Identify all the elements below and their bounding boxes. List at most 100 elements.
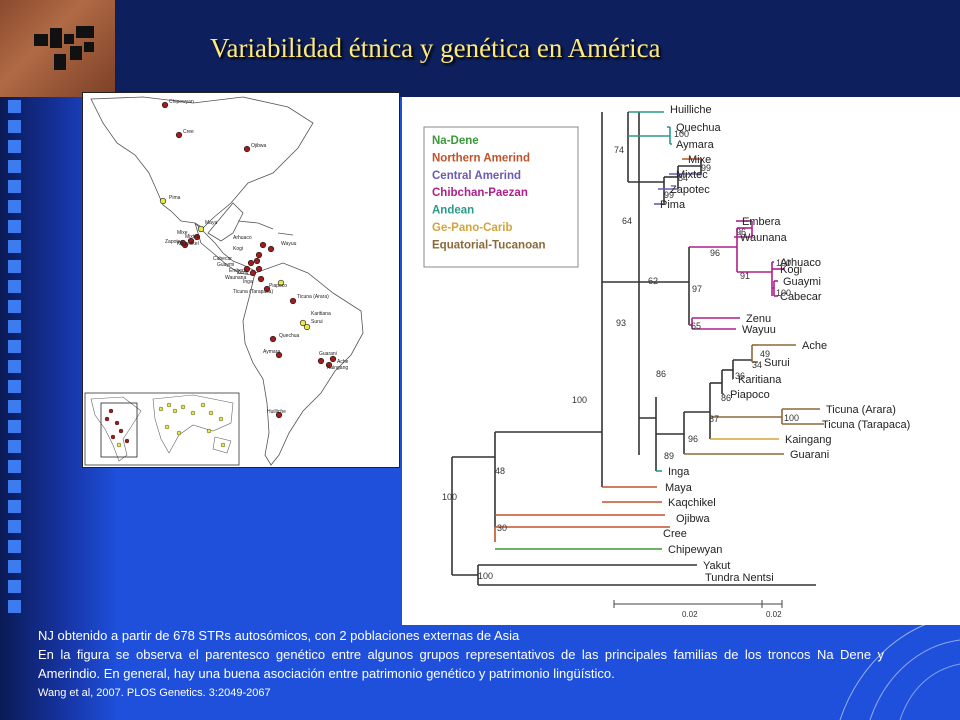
map-population-label: Kaingang xyxy=(327,365,349,371)
map-population-label: Arhuaco xyxy=(233,235,252,241)
tree-leaf-label: Ticuna (Arara) xyxy=(826,404,896,416)
caption-line-2: En la figura se observa el parentesco ge… xyxy=(38,647,884,681)
map-population-label: Cabecar xyxy=(213,256,232,262)
tree-leaf-label: Zenu xyxy=(746,313,771,325)
map-population-label: Mixe xyxy=(177,230,188,236)
population-dot xyxy=(329,355,337,363)
inset-dot xyxy=(114,420,120,426)
bootstrap-value: 89 xyxy=(664,451,674,461)
tree-leaf-label: Surui xyxy=(764,357,790,369)
bootstrap-value: 64 xyxy=(622,216,632,226)
bootstrap-value: 62 xyxy=(648,276,658,286)
map-population-label: Maya xyxy=(205,220,218,226)
map-population-label: Waunana xyxy=(225,275,247,281)
tree-leaf-label: Guaymi xyxy=(783,276,821,288)
tree-leaf-label: Quechua xyxy=(676,122,722,134)
tree-leaf-label: Guarani xyxy=(790,449,829,461)
map-population-label: Zenu xyxy=(237,270,249,276)
inset-dot xyxy=(220,442,226,448)
tree-leaf-label: Chipewyan xyxy=(668,544,722,556)
tree-leaf-label: Huilliche xyxy=(670,104,712,116)
bootstrap-value: 86 xyxy=(656,369,666,379)
bootstrap-value: 86 xyxy=(721,393,731,403)
map-population-label: Ticuna (Arara) xyxy=(297,294,329,300)
bootstrap-value: 74 xyxy=(614,145,624,155)
population-dot xyxy=(253,257,261,265)
map-population-label: Inga xyxy=(243,279,253,285)
inset-dot xyxy=(172,408,178,414)
inset-dot xyxy=(200,402,206,408)
americas-map xyxy=(84,96,364,466)
population-dot xyxy=(269,335,277,343)
inset-dot xyxy=(190,410,196,416)
inset-dot xyxy=(116,442,122,448)
map-population-label: Kogi xyxy=(233,246,244,252)
tree-leaf-label: Mixe xyxy=(688,154,711,166)
bootstrap-value: 100 xyxy=(776,288,791,298)
inset-dot xyxy=(218,416,224,422)
tree-leaf-label: Maya xyxy=(665,482,693,494)
tree-leaf-label: Ache xyxy=(802,340,827,352)
caption-reference: Wang et al, 2007. PLOS Genetics. 3:2049-… xyxy=(38,687,271,699)
map-population-label: Quechua xyxy=(279,333,300,339)
bootstrap-value: 48 xyxy=(495,466,505,476)
tree-leaf-label: Ojibwa xyxy=(676,513,711,525)
slide-title: Variabilidad étnica y genética en Améric… xyxy=(210,33,661,63)
bootstrap-value: 100 xyxy=(674,129,689,139)
population-dot xyxy=(255,265,263,273)
map-population-label: Cree xyxy=(183,129,194,135)
tree-leaf-label: Cabecar xyxy=(780,291,822,303)
tree-leaf-label: Yakut xyxy=(703,560,730,572)
map-population-label: Ojibwa xyxy=(251,143,267,149)
population-dot xyxy=(259,241,267,249)
tree-leaf-label: Embera xyxy=(742,216,781,228)
tree-leaf-label: Pima xyxy=(660,199,686,211)
population-dot xyxy=(277,279,285,287)
inset-dot xyxy=(118,428,124,434)
population-dot xyxy=(303,323,311,331)
population-dot xyxy=(325,361,333,369)
map-population-label: Wayuu xyxy=(281,241,297,247)
bootstrap-value: 87 xyxy=(709,414,719,424)
population-dot xyxy=(243,265,251,273)
scale-label: 0.02 xyxy=(682,610,698,619)
bootstrap-value: 99 xyxy=(701,163,711,173)
population-dot xyxy=(247,259,255,267)
population-dot xyxy=(193,233,201,241)
tree-leaf-label: Cree xyxy=(663,528,687,540)
legend-entry: Central Amerind xyxy=(432,170,521,182)
map-population-label: Embera xyxy=(229,268,247,274)
map-population-label: Karitiana xyxy=(311,311,331,317)
tree-leaf-label: Wayuu xyxy=(742,324,776,336)
bootstrap-value: 100 xyxy=(784,413,799,423)
tree-leaf-label: Piapoco xyxy=(730,389,770,401)
population-dot xyxy=(249,269,257,277)
tree-leaf-label: Arhuaco xyxy=(780,257,821,269)
map-population-label: Guarani xyxy=(319,351,337,357)
scale-bar xyxy=(613,600,783,608)
legend-entry: Ge-Pano-Carib xyxy=(432,222,513,234)
slide-caption: NJ obtenido a partir de 678 STRs autosóm… xyxy=(38,626,884,703)
population-dot xyxy=(161,101,169,109)
logo-mark-icon xyxy=(34,26,94,70)
map-population-label: Piapoco xyxy=(269,283,288,289)
inset-dot xyxy=(176,430,182,436)
legend-entry: Northern Amerind xyxy=(432,152,530,164)
bootstrap-value: 34 xyxy=(752,360,762,370)
population-dot xyxy=(275,411,283,419)
bootstrap-value: 97 xyxy=(692,284,702,294)
tree-leaf-label: Waunana xyxy=(740,232,788,244)
population-dot xyxy=(299,319,307,327)
decorative-square-column xyxy=(8,100,22,620)
population-dot xyxy=(159,197,167,205)
bootstrap-value: 84 xyxy=(678,173,688,183)
bootstrap-value: 91 xyxy=(740,271,750,281)
inset-dot xyxy=(158,406,164,412)
population-dot xyxy=(255,251,263,259)
logo xyxy=(0,0,115,97)
bootstrap-value: 30 xyxy=(497,523,507,533)
inset-dot xyxy=(124,438,130,444)
